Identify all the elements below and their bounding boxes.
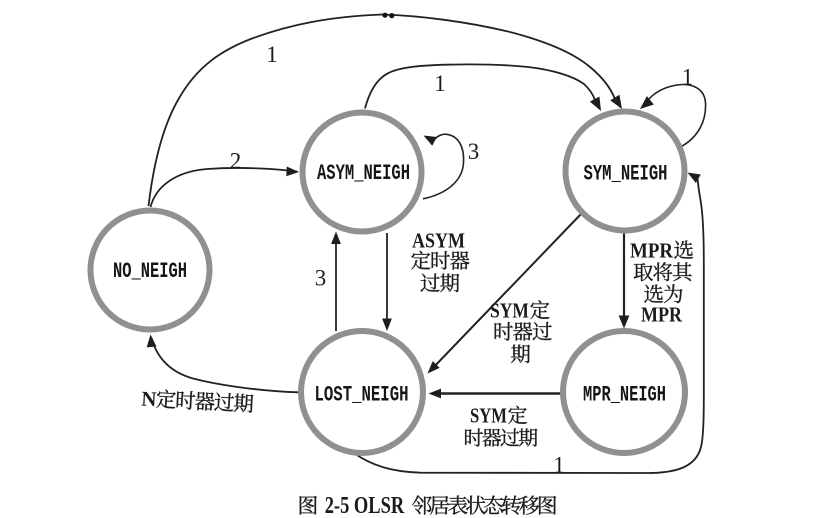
svg-text:2: 2 (230, 149, 242, 174)
svg-text:LOST_NEIGH: LOST_NEIGH (315, 383, 409, 408)
svg-text:ASYM: ASYM (412, 229, 465, 253)
svg-text:SYM: SYM (470, 404, 507, 428)
svg-text:MPR: MPR (630, 239, 674, 263)
svg-text:1: 1 (553, 453, 565, 478)
svg-text:3: 3 (468, 139, 480, 164)
svg-text:3: 3 (315, 266, 327, 291)
svg-text:MPR: MPR (641, 303, 683, 327)
svg-text:1: 1 (682, 65, 694, 90)
svg-text:ASYM_NEIGH: ASYM_NEIGH (317, 161, 410, 186)
svg-text:SYM_NEIGH: SYM_NEIGH (584, 162, 668, 187)
svg-text:1: 1 (434, 71, 446, 96)
svg-text:1: 1 (266, 42, 278, 67)
svg-text:N: N (141, 387, 157, 412)
svg-text:MPR_NEIGH: MPR_NEIGH (583, 383, 666, 408)
svg-text:SYM: SYM (490, 299, 529, 323)
svg-text:NO_NEIGH: NO_NEIGH (113, 259, 187, 284)
svg-text:2-5 OLSR: 2-5 OLSR (325, 493, 405, 518)
